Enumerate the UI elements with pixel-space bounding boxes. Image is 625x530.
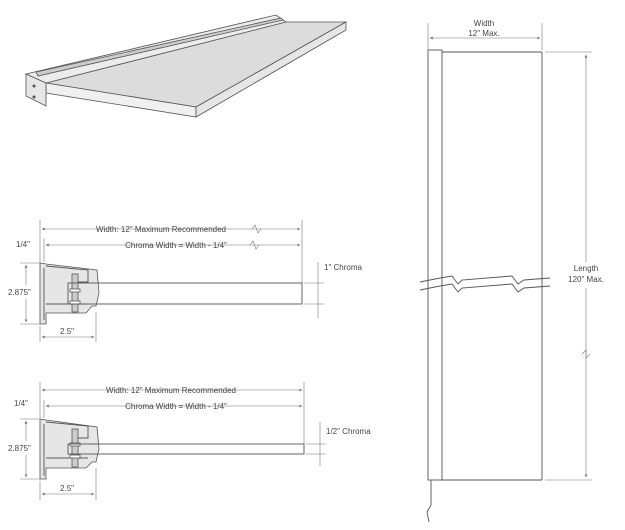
plan-length-value: 120" Max.: [568, 275, 604, 284]
plan-break-line: [419, 275, 551, 285]
plan-view: Width 12" Max. Length 120" Max.: [419, 19, 604, 523]
s2-bolt: [71, 428, 79, 468]
s2-chroma-panel: [67, 443, 305, 455]
plan-width-label: Width: [474, 19, 494, 28]
section-view-half-chroma: Width: 12" Maximum Recommended Chroma Wi…: [8, 382, 371, 500]
s1-height-label: 2.875": [8, 288, 31, 297]
s1-bolt: [71, 273, 79, 313]
s1-chroma-label: 1" Chroma: [324, 263, 363, 272]
s1-bracket-profile: [39, 262, 100, 325]
s2-width-recommended: Width: 12" Maximum Recommended: [106, 386, 236, 395]
plan-width-value: 12" Max.: [468, 29, 499, 38]
s2-chroma-width: Chroma Width = Width - 1/4": [125, 402, 227, 411]
isometric-shelf-view: [24, 14, 348, 118]
s2-height-label: 2.875": [8, 444, 31, 453]
s2-bracket-profile: [39, 418, 100, 480]
s2-chroma-label: 1/2" Chroma: [326, 427, 371, 436]
s2-quarter-label: 1/4": [14, 399, 28, 408]
bracket-screw-lower: [32, 95, 36, 99]
s1-chroma-width: Chroma Width = Width - 1/4": [125, 241, 227, 250]
s1-depth-label: 2.5": [60, 327, 74, 336]
bracket-end-cap: [25, 73, 47, 107]
s2-depth-label: 2.5": [60, 484, 74, 493]
s1-quarter-label: 1/4": [16, 240, 30, 249]
plan-length-label: Length: [574, 264, 598, 273]
s1-chroma-panel: [67, 282, 303, 305]
plan-bracket-strip: [427, 49, 443, 481]
s1-width-recommended: Width: 12" Maximum Recommended: [96, 225, 226, 234]
shelf-end-edge: [195, 21, 347, 118]
bracket-screw-upper: [32, 84, 36, 88]
plan-cable: [426, 480, 432, 523]
bracket-rail-lip: [35, 17, 284, 77]
section-view-1in-chroma: Width: 12" Maximum Recommended Chroma Wi…: [8, 220, 363, 342]
